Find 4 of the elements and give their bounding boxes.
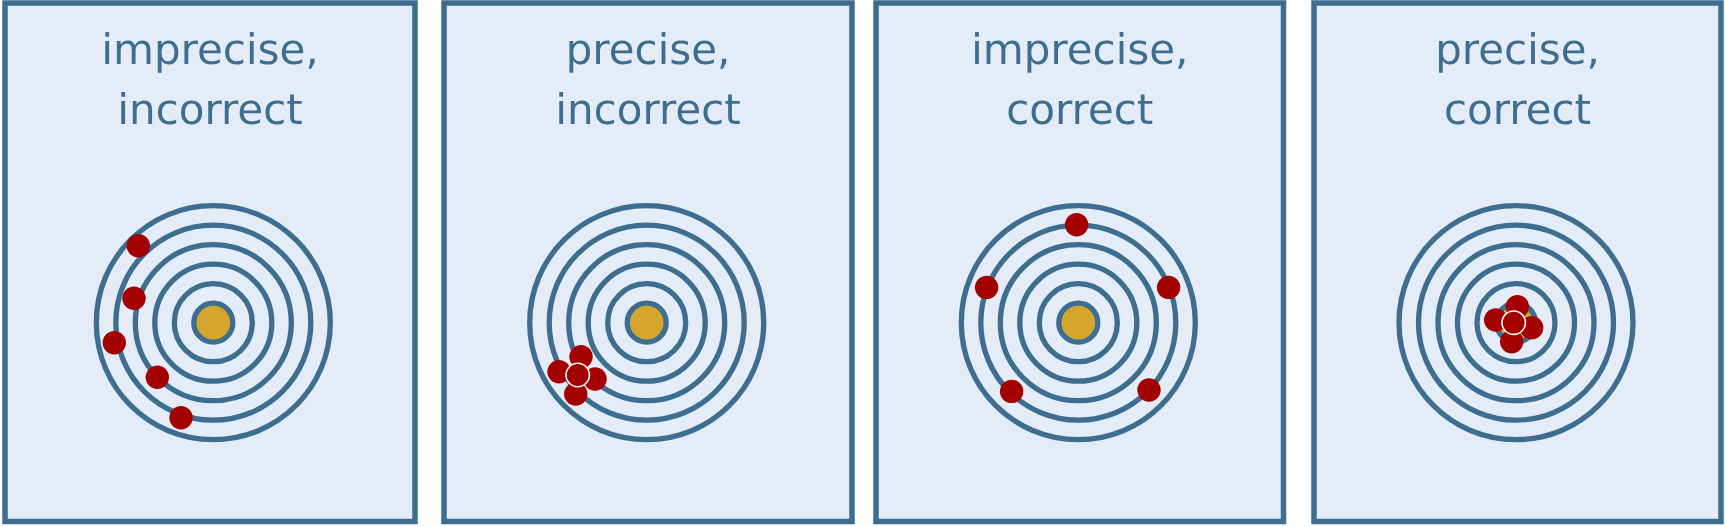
panel-box: imprecise, correct: [873, 0, 1287, 525]
panel-box: imprecise, incorrect: [2, 0, 418, 525]
panel-box: precise, incorrect: [441, 0, 855, 525]
panel-box: precise, correct: [1311, 0, 1724, 525]
